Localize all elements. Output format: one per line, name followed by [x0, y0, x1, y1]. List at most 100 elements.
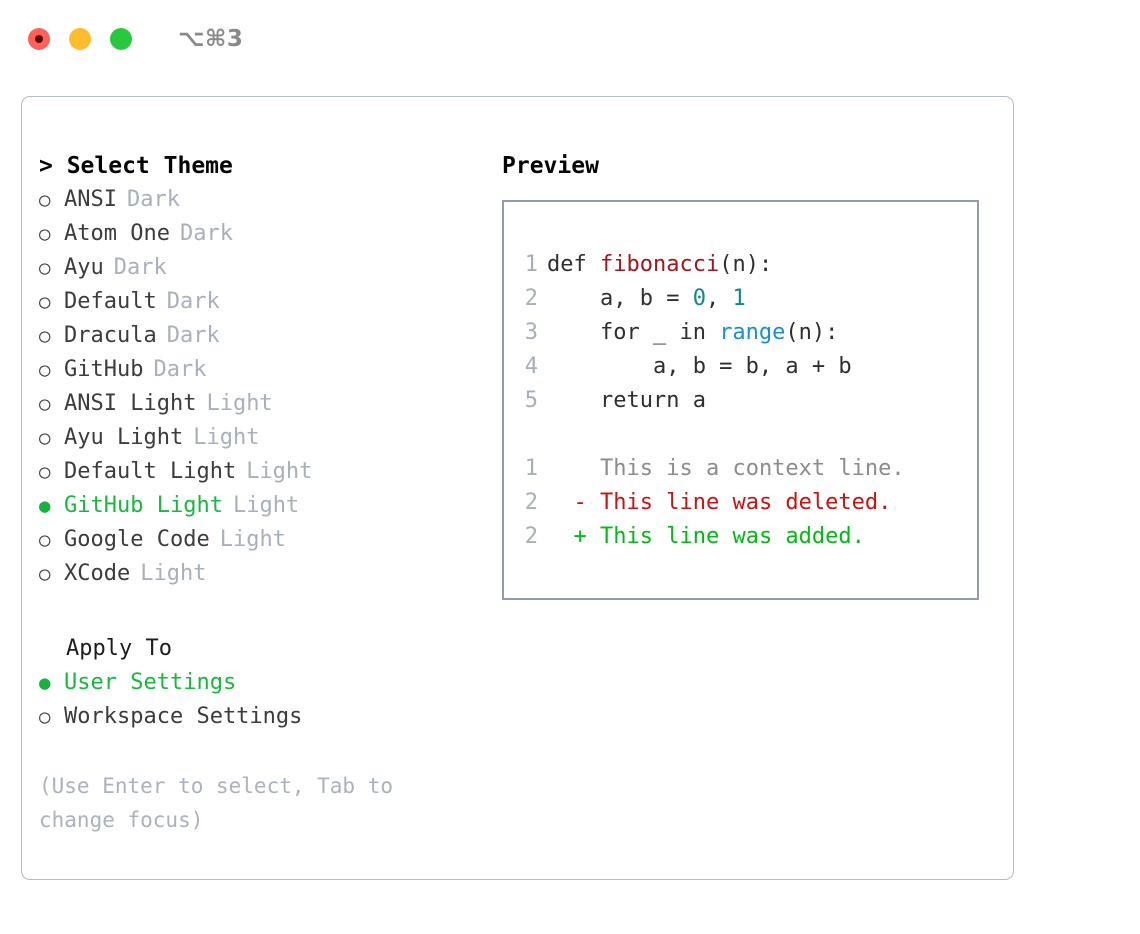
radio-unselected-icon: ○ [39, 325, 51, 347]
line-number: 2 [524, 286, 538, 311]
keyboard-shortcut-label: ⌥⌘3 [178, 26, 244, 52]
theme-option-label: Ayu [64, 255, 104, 280]
code-line: 5 return a [504, 384, 977, 418]
line-number: 2 [524, 524, 538, 549]
code-line-text: for _ in range(n): [547, 316, 838, 350]
maximize-button-icon[interactable] [110, 28, 132, 50]
theme-option-label: ANSI [64, 187, 117, 212]
radio-unselected-icon: ○ [39, 223, 51, 245]
theme-option-label: Dracula [64, 323, 157, 348]
theme-option-github[interactable]: ○ GitHub Dark [39, 353, 492, 387]
theme-option-label: Default Light [64, 459, 237, 484]
theme-option-label: Default [64, 289, 157, 314]
code-token-plain: a, b = b, a + b [547, 354, 852, 379]
diff-line-added: 2 + This line was added. [504, 520, 977, 554]
line-number: 3 [524, 320, 538, 345]
theme-option-ansi-light[interactable]: ○ ANSI Light Light [39, 387, 492, 421]
theme-option-label: Google Code [64, 527, 210, 552]
minimize-button-icon[interactable] [69, 28, 91, 50]
radio-unselected-icon: ○ [39, 359, 51, 381]
line-number: 1 [524, 252, 538, 277]
diff-sample: 1 This is a context line.2 - This line w… [504, 452, 977, 554]
code-token-plain: def [547, 252, 600, 277]
theme-option-variant: Light [206, 391, 273, 416]
code-line-text: a, b = 0, 1 [547, 282, 746, 316]
apply-to-option-workspace-settings[interactable]: ○ Workspace Settings [39, 700, 492, 734]
code-diff-separator [504, 418, 977, 452]
radio-unselected-icon: ○ [39, 563, 51, 585]
code-line-text: def fibonacci(n): [547, 248, 772, 282]
theme-option-variant: Light [246, 459, 313, 484]
code-line-text: return a [547, 384, 706, 418]
radio-unselected-icon: ○ [39, 393, 51, 415]
window-controls [28, 28, 132, 50]
diff-line-context: 1 This is a context line. [504, 452, 977, 486]
theme-option-variant: Dark [126, 187, 180, 212]
theme-option-default[interactable]: ○ Default Dark [39, 285, 492, 319]
apply-to-heading: Apply To [66, 636, 172, 661]
radio-unselected-icon: ○ [39, 427, 51, 449]
preview-heading: Preview [502, 153, 599, 179]
code-token-call: range [719, 320, 786, 345]
code-token-num: 0 [692, 286, 706, 311]
theme-option-ayu[interactable]: ○ Ayu Dark [39, 251, 492, 285]
code-token-func: fibonacci [599, 252, 720, 277]
theme-option-variant: Dark [113, 255, 167, 280]
apply-to-option-label: User Settings [64, 670, 237, 695]
theme-option-variant: Dark [153, 357, 207, 382]
diff-marker: - [573, 490, 587, 515]
apply-to-option-user-settings[interactable]: ● User Settings [39, 666, 492, 700]
theme-option-label: GitHub [64, 357, 144, 382]
theme-option-variant: Dark [166, 289, 220, 314]
diff-line-deleted: 2 - This line was deleted. [504, 486, 977, 520]
theme-option-label: XCode [64, 561, 131, 586]
keyboard-hint-text: (Use Enter to select, Tab to change focu… [39, 774, 394, 832]
diff-line-content: This line was added. [600, 524, 865, 549]
diff-line-content: This line was deleted. [600, 490, 892, 515]
diff-line-text: + This line was added. [547, 520, 865, 554]
title-bar: ⌥⌘3 [0, 0, 1140, 78]
theme-option-ansi[interactable]: ○ ANSI Dark [39, 183, 492, 217]
theme-option-label: GitHub Light [64, 493, 223, 518]
code-token-plain: a, b = [547, 286, 693, 311]
diff-line-text: This is a context line. [547, 452, 905, 486]
code-line: 2 a, b = 0, 1 [504, 282, 977, 316]
theme-option-label: Ayu Light [64, 425, 184, 450]
code-line: 3 for _ in range(n): [504, 316, 977, 350]
code-token-plain: (n): [785, 320, 839, 345]
radio-selected-icon: ● [39, 672, 51, 694]
code-token-num: 1 [732, 286, 746, 311]
code-token-plain: for _ in [547, 320, 720, 345]
radio-unselected-icon: ○ [39, 257, 51, 279]
radio-unselected-icon: ○ [39, 706, 51, 728]
apply-to-option-label: Workspace Settings [64, 704, 303, 729]
code-token-plain: , [705, 286, 733, 311]
diff-marker: + [573, 524, 587, 549]
line-number: 4 [524, 354, 538, 379]
theme-option-variant: Light [232, 493, 300, 518]
diff-line-text: - This line was deleted. [547, 486, 892, 520]
close-button-icon[interactable] [28, 28, 50, 50]
diff-marker [574, 456, 587, 481]
line-number: 2 [524, 490, 538, 515]
theme-option-label: ANSI Light [64, 391, 197, 416]
line-number: 5 [524, 388, 538, 413]
radio-unselected-icon: ○ [39, 189, 51, 211]
theme-option-variant: Dark [179, 221, 233, 246]
select-theme-heading: > Select Theme [39, 153, 233, 179]
radio-unselected-icon: ○ [39, 291, 51, 313]
